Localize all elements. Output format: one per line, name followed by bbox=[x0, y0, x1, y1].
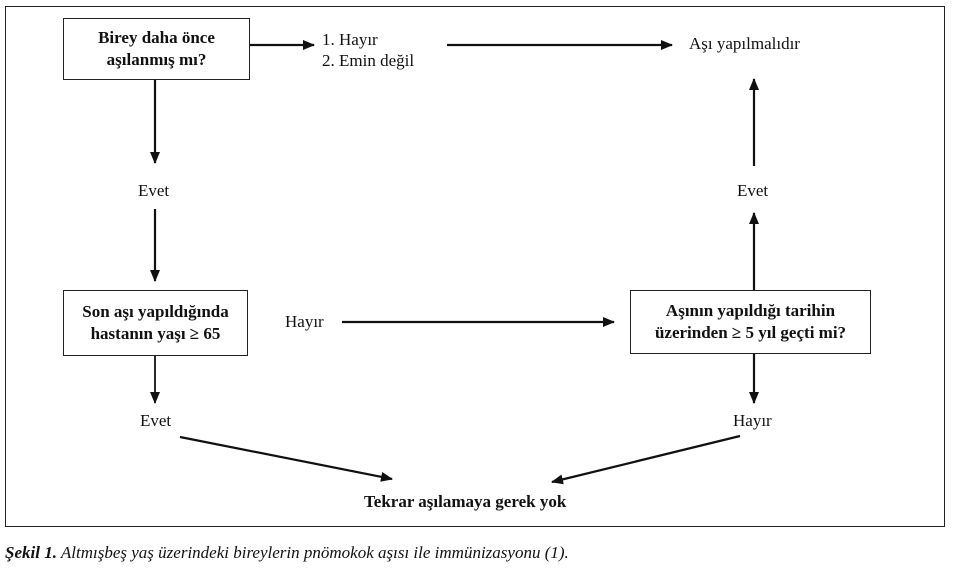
question-previously-vaccinated-box: Birey daha önce aşılanmış mı? bbox=[63, 18, 250, 80]
diagram-frame bbox=[5, 6, 945, 527]
question-previously-vaccinated-line2: aşılanmış mı? bbox=[106, 50, 207, 69]
outcome-vaccinate: Aşı yapılmalıdır bbox=[689, 34, 800, 53]
arrow-no-to-conclusion bbox=[551, 434, 741, 485]
question-age-at-last-dose-line1: Son aşı yapıldığında bbox=[82, 302, 229, 321]
question-previously-vaccinated-line1: Birey daha önce bbox=[98, 28, 215, 47]
question-five-years-passed-line1: Aşının yapıldığı tarihin bbox=[665, 301, 836, 320]
label-q3-yes: Evet bbox=[737, 181, 769, 200]
label-not-sure: 2. Emin değil bbox=[322, 51, 415, 70]
question-age-at-last-dose-line2: hastanın yaşı ≥ 65 bbox=[90, 324, 221, 343]
figure-caption: Şekil 1. Altmışbeş yaş üzerindeki bireyl… bbox=[5, 542, 569, 564]
label-no: 1. Hayır bbox=[322, 30, 378, 49]
figure-caption-text: Altmışbeş yaş üzerindeki bireylerin pnöm… bbox=[56, 543, 569, 562]
question-five-years-passed-box: Aşının yapıldığı tarihin üzerinden ≥ 5 y… bbox=[630, 290, 871, 354]
label-q1-yes: Evet bbox=[138, 181, 170, 200]
label-q2-yes: Evet bbox=[140, 411, 172, 430]
question-age-at-last-dose-box: Son aşı yapıldığında hastanın yaşı ≥ 65 bbox=[63, 290, 248, 356]
question-five-years-passed-line2: üzerinden ≥ 5 yıl geçti mi? bbox=[654, 323, 847, 342]
label-q2-no: Hayır bbox=[285, 312, 324, 331]
figure-caption-label: Şekil 1. bbox=[5, 543, 57, 562]
label-q3-no: Hayır bbox=[733, 411, 772, 430]
outcome-no-revaccination: Tekrar aşılamaya gerek yok bbox=[364, 492, 567, 511]
arrow-yes-to-conclusion bbox=[179, 435, 393, 482]
